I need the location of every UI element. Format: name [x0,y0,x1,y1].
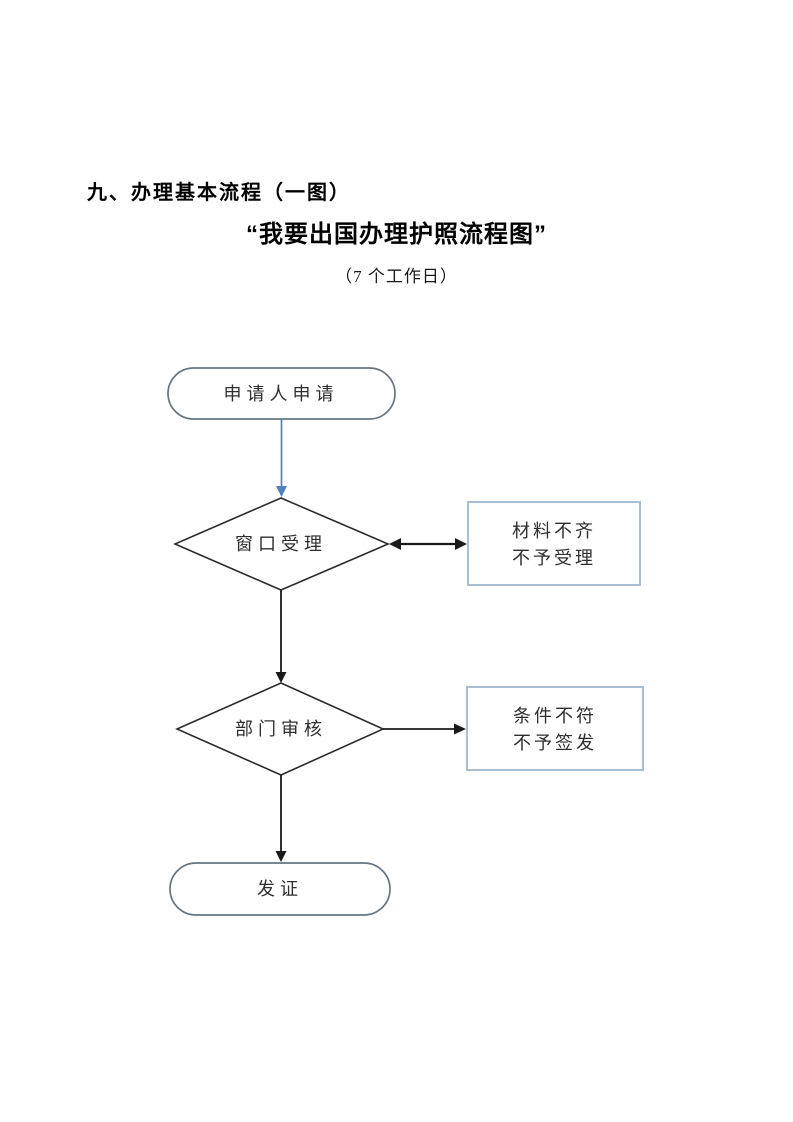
end-terminator-shape [169,862,391,916]
note2-line1: 条件不符 [513,706,597,726]
decision1-label: 窗口受理 [235,534,327,554]
decision2-label: 部门审核 [235,719,327,739]
node-decision2: 部门审核 [175,682,385,776]
node-decision1: 窗口受理 [172,497,391,591]
note2-box-shape [466,686,644,771]
arrowhead-right-icon [455,538,467,550]
arrow-decision1-to-decision2 [275,590,287,683]
arrowhead-down-icon [276,486,287,497]
arrow-decision1-to-note1 [389,538,467,550]
arrowhead-left-icon [389,538,401,550]
flowchart-title: “我要出国办理护照流程图” [246,221,547,248]
arrowhead-down-icon [275,851,287,862]
note1-line2: 不予受理 [512,548,596,568]
arrowhead-right-icon [454,723,466,735]
arrow-start-to-decision1 [276,419,287,497]
flowchart-canvas: 申请人申请 窗口受理 材料不齐 不予受理 [167,367,644,916]
arrow-decision2-to-note2 [383,723,466,735]
arrow-decision2-to-end [275,775,287,862]
node-end: 发证 [169,862,391,916]
processing-time-note: （7 个工作日） [335,267,458,286]
node-note1: 材料不齐 不予受理 [467,501,641,586]
node-note2: 条件不符 不予签发 [466,686,644,771]
arrowhead-down-icon [275,672,287,683]
note1-line1: 材料不齐 [512,521,596,541]
note2-line2: 不予签发 [513,733,597,753]
node-start: 申请人申请 [167,367,396,420]
note1-box-shape [467,501,641,586]
section-heading: 九、办理基本流程（一图） [87,182,351,204]
start-label: 申请人申请 [224,384,339,404]
end-label: 发证 [257,879,303,899]
